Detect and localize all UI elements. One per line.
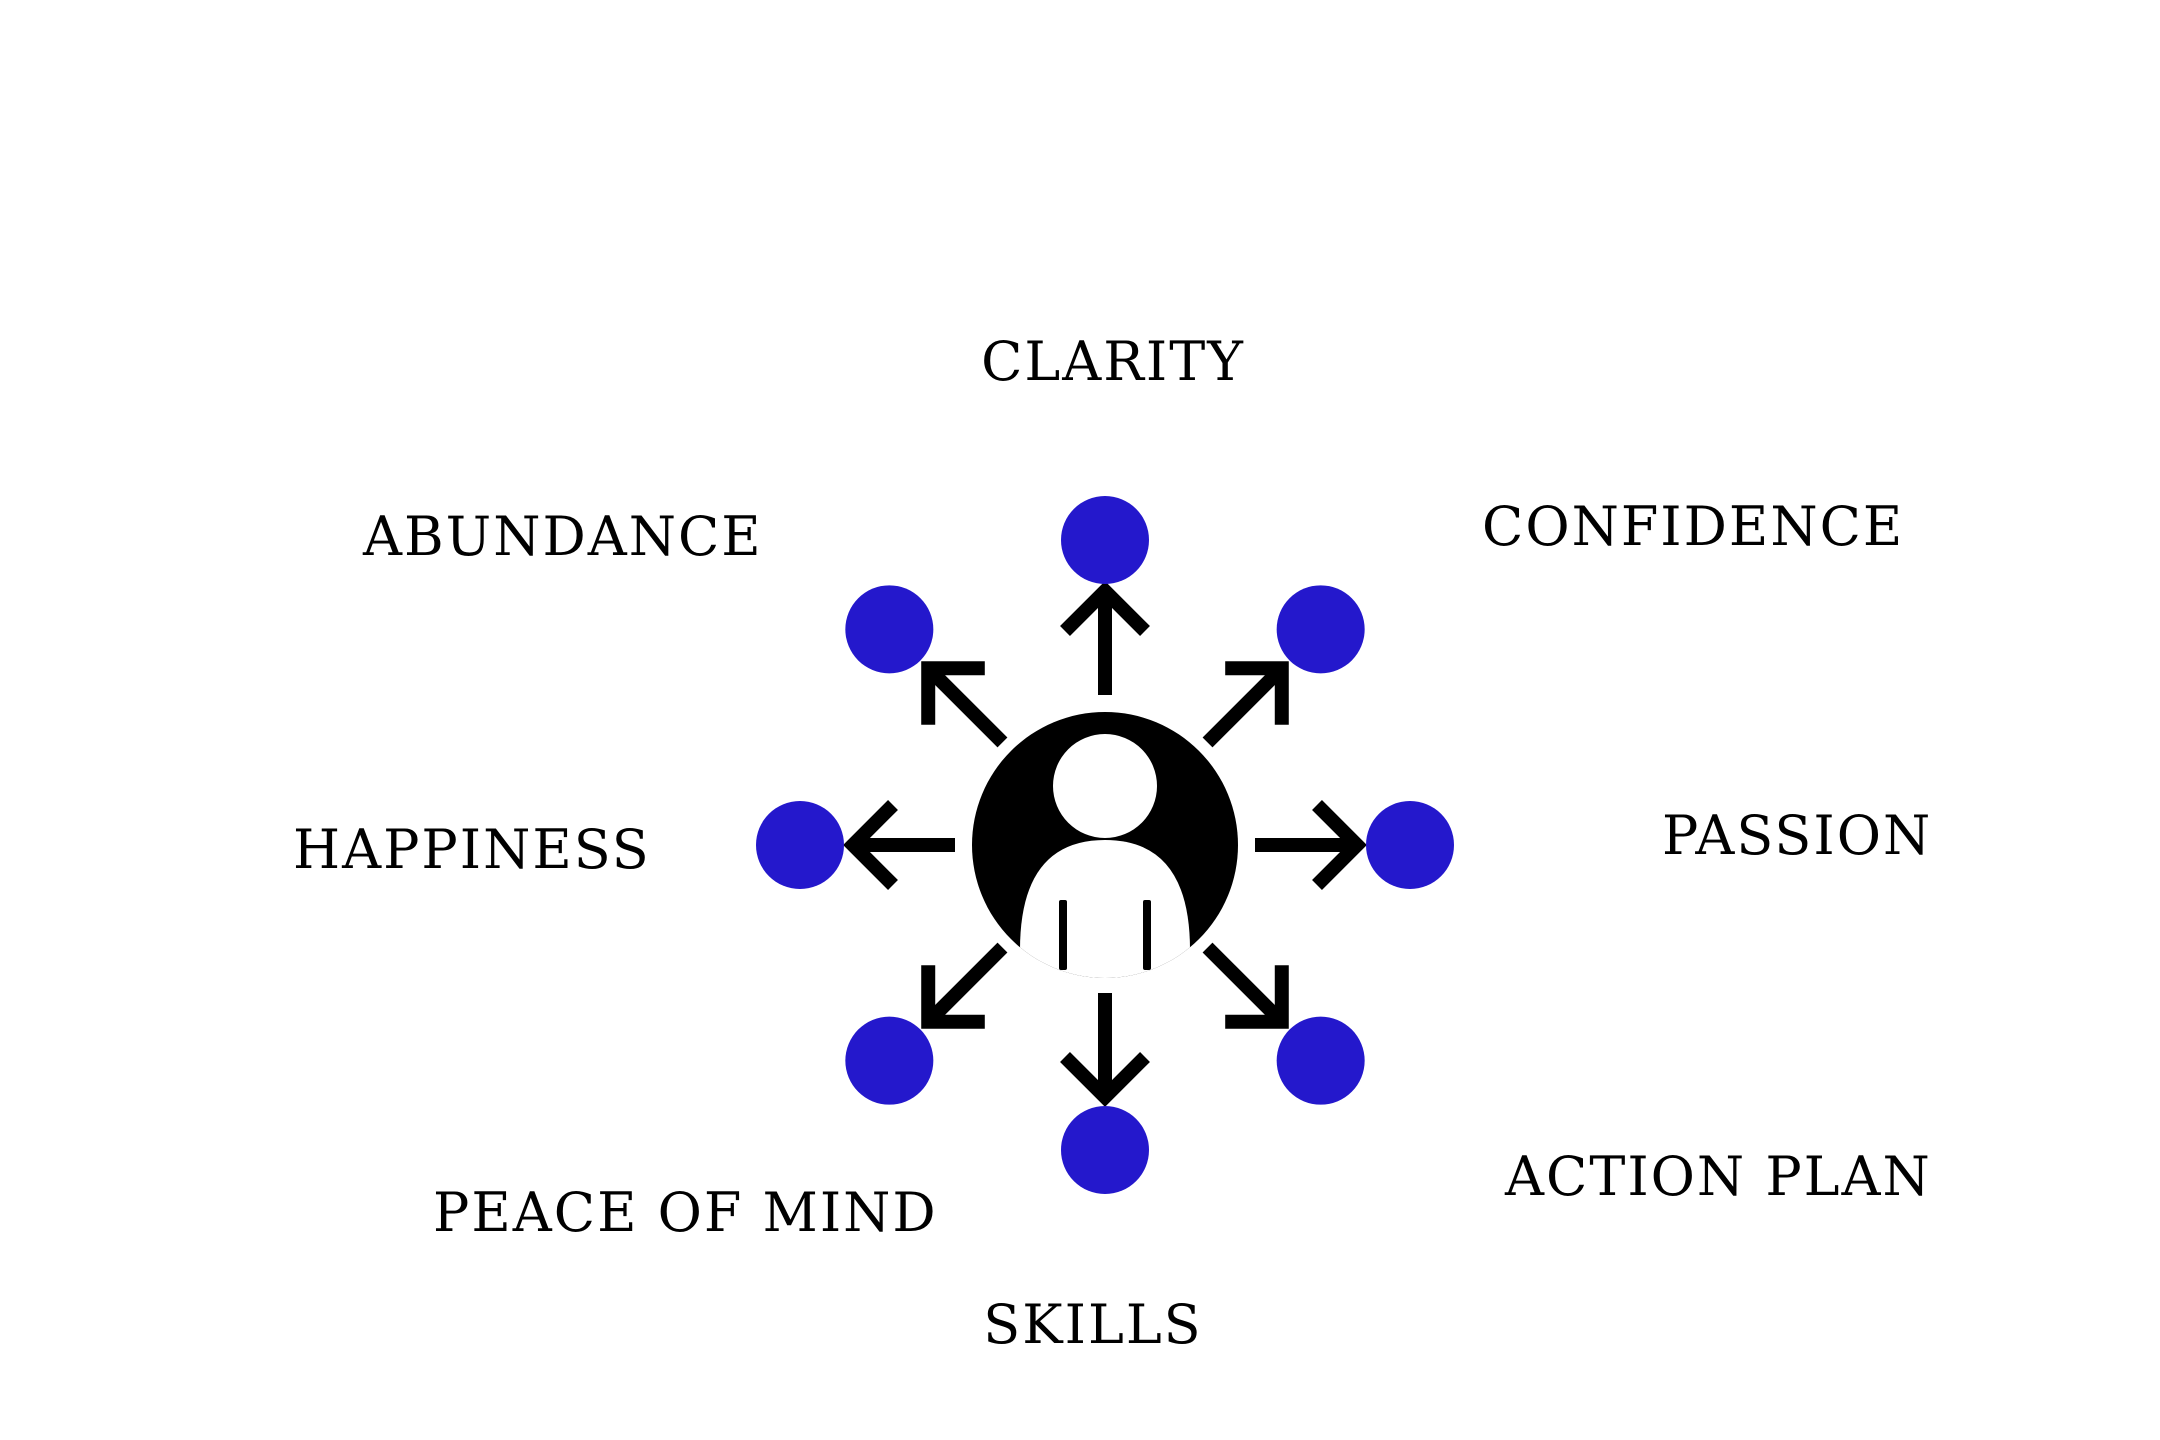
node-right bbox=[1366, 801, 1454, 889]
label-abundance: ABUNDANCE bbox=[362, 505, 763, 568]
arrow-right bbox=[1255, 800, 1367, 890]
arrow-top-right bbox=[1202, 661, 1289, 748]
node-top-right bbox=[1276, 585, 1365, 674]
node-bottom-left bbox=[845, 1016, 934, 1105]
arrow-left bbox=[843, 800, 955, 890]
arrows-group bbox=[843, 581, 1367, 1107]
arrow-bottom-left bbox=[921, 942, 1008, 1029]
label-clarity: CLARITY bbox=[981, 330, 1245, 393]
node-top-left bbox=[845, 585, 934, 674]
nodes-group bbox=[756, 496, 1454, 1194]
node-bottom-right bbox=[1276, 1016, 1365, 1105]
label-passion: PASSION bbox=[1662, 804, 1932, 867]
label-skills: SKILLS bbox=[983, 1293, 1202, 1356]
label-happiness: HAPPINESS bbox=[293, 818, 651, 881]
label-action-plan: ACTION PLAN bbox=[1504, 1145, 1932, 1208]
arrow-bottom-right bbox=[1202, 942, 1289, 1029]
arrow-top bbox=[1060, 581, 1150, 695]
node-top bbox=[1061, 496, 1149, 584]
center-user-icon bbox=[972, 712, 1238, 978]
arrow-bottom bbox=[1060, 993, 1150, 1107]
arrow-top-left bbox=[921, 661, 1008, 748]
label-confidence: CONFIDENCE bbox=[1482, 495, 1904, 558]
node-left bbox=[756, 801, 844, 889]
node-bottom bbox=[1061, 1106, 1149, 1194]
label-peace-of-mind: PEACE OF MIND bbox=[433, 1181, 938, 1244]
